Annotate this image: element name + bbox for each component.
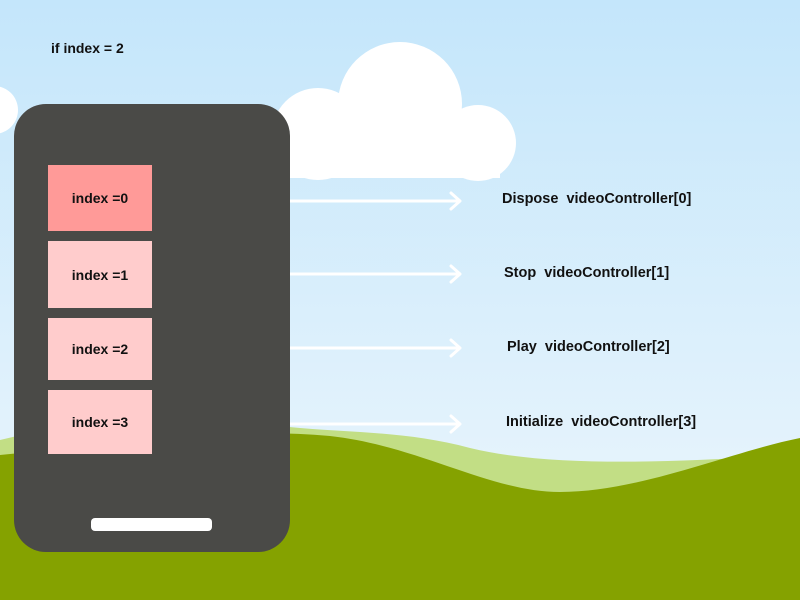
video-slot-1[interactable]: index =1 bbox=[48, 241, 152, 308]
action-label-initialize: Initialize videoController[3] bbox=[506, 414, 697, 430]
action-label-dispose: Dispose videoController[0] bbox=[502, 191, 692, 207]
phone-frame: index =0 index =1 index =2 index =3 bbox=[14, 104, 290, 552]
slot-label: index =1 bbox=[71, 266, 129, 283]
video-slot-0[interactable]: index =0 bbox=[48, 165, 152, 231]
video-slot-2[interactable]: index =2 bbox=[48, 318, 152, 380]
index-caption: if index = 2 bbox=[51, 40, 124, 56]
slot-label: index =2 bbox=[71, 341, 129, 357]
slot-label: index =0 bbox=[71, 190, 129, 206]
action-label-stop: Stop videoController[1] bbox=[504, 265, 670, 281]
arrowhead-0 bbox=[449, 191, 462, 211]
video-slot-3[interactable]: index =3 bbox=[48, 390, 152, 454]
arrowhead-3 bbox=[449, 414, 462, 434]
cloud-right bbox=[272, 42, 516, 181]
slot-label: index =3 bbox=[71, 414, 129, 430]
arrowhead-1 bbox=[449, 264, 462, 284]
arrowhead-2 bbox=[449, 338, 462, 358]
home-indicator bbox=[91, 518, 212, 531]
cloud-left bbox=[0, 86, 18, 134]
action-label-play: Play videoController[2] bbox=[507, 339, 670, 355]
